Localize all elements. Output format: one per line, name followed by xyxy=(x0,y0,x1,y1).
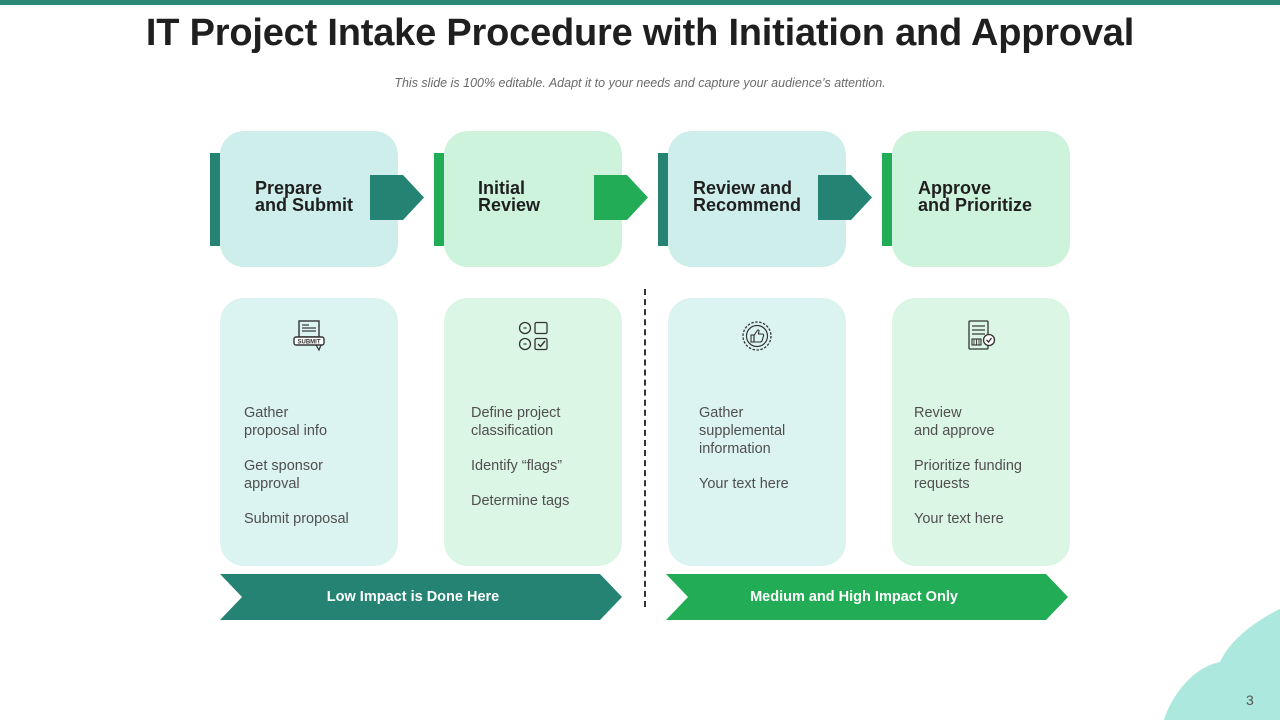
card-item: Gather supplemental information xyxy=(699,405,786,457)
page-number: 3 xyxy=(1246,692,1254,708)
card-item: Submit proposal xyxy=(244,511,349,527)
step-label: Initial Review xyxy=(478,178,541,215)
card-item: Your text here xyxy=(699,476,789,492)
detail-card-review-recommend xyxy=(668,298,846,566)
card-item: Get sponsor approval xyxy=(244,458,323,492)
card-item-list: Gather supplemental information Your tex… xyxy=(699,404,839,510)
step-accent-bar xyxy=(658,153,668,246)
page-subtitle: This slide is 100% editable. Adapt it to… xyxy=(394,76,886,90)
approved-document-icon xyxy=(968,320,996,350)
step-label: Approve and Prioritize xyxy=(918,178,1033,215)
card-item-list: Gather proposal info Get sponsor approva… xyxy=(244,404,384,545)
svg-text:SUBMIT: SUBMIT xyxy=(298,340,321,346)
step-label: Review and Recommend xyxy=(693,178,802,215)
classification-grid-icon xyxy=(518,321,548,351)
high-impact-label: Medium and High Impact Only xyxy=(750,589,958,605)
card-item: Your text here xyxy=(914,511,1004,527)
card-item-list: Define project classification Identify “… xyxy=(471,404,611,527)
card-item-list: Review and approve Prioritize funding re… xyxy=(914,404,1054,545)
step-card-review-recommend xyxy=(668,131,846,267)
step-label: Prepare and Submit xyxy=(255,178,353,215)
detail-card-initial-review xyxy=(444,298,622,566)
decorative-blob xyxy=(1164,608,1280,720)
step-arrow-icon xyxy=(594,175,648,220)
impact-divider xyxy=(644,289,646,607)
thumbs-up-badge-icon xyxy=(742,321,772,351)
step-card-initial-review xyxy=(444,131,622,267)
step-accent-bar xyxy=(210,153,220,246)
card-item: Prioritize funding requests xyxy=(914,458,1022,492)
step-arrow-icon xyxy=(370,175,424,220)
low-impact-banner xyxy=(220,574,622,620)
card-item: Gather proposal info xyxy=(244,405,328,439)
page-title: IT Project Intake Procedure with Initiat… xyxy=(145,12,1135,54)
step-accent-bar xyxy=(434,153,444,246)
step-card-prepare-submit xyxy=(220,131,398,267)
step-card-approve-prioritize xyxy=(892,131,1070,267)
step-accent-bar xyxy=(882,153,892,246)
card-item: Review and approve xyxy=(914,405,995,439)
card-item: Define project classification xyxy=(471,405,561,439)
top-accent-bar xyxy=(0,0,1280,5)
submit-form-icon: SUBMIT xyxy=(293,320,325,352)
low-impact-label: Low Impact is Done Here xyxy=(326,589,500,605)
step-arrow-icon xyxy=(818,175,872,220)
card-item: Determine tags xyxy=(471,493,570,509)
high-impact-banner xyxy=(666,574,1068,620)
card-item: Identify “flags” xyxy=(471,458,563,474)
